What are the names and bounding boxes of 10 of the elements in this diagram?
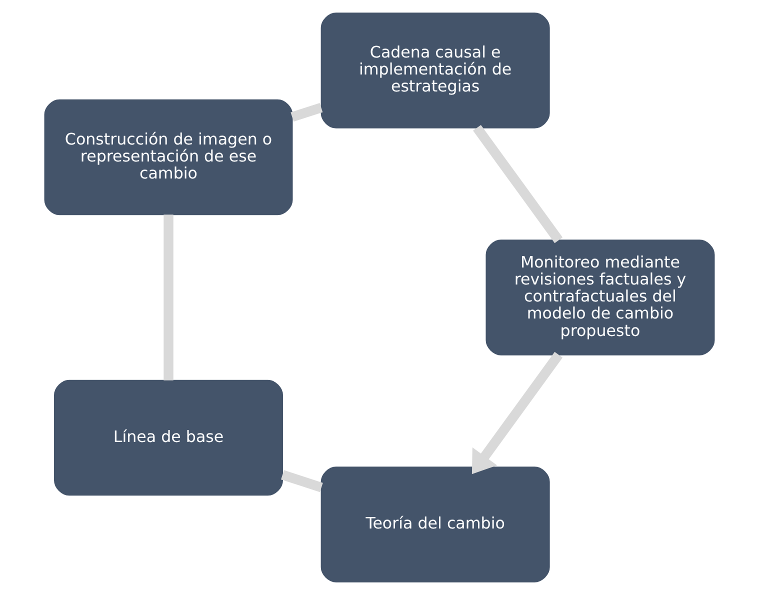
node-box: Monitoreo mediante revisiones factuales y contrafactuales del modelo de cambio propuesto: [485, 240, 714, 356]
connector: [163, 214, 173, 380]
connector: [472, 124, 562, 244]
arrow: [471, 352, 562, 474]
node-box: Teoría del cambio: [320, 466, 550, 582]
connector: [280, 470, 322, 492]
node-box: Construcción de imagen o representación de ese cambio: [44, 99, 292, 216]
node-box: Cadena causal e implementación de estrategias: [320, 12, 550, 128]
connector: [290, 102, 322, 122]
node-box: Línea de base: [54, 380, 283, 496]
